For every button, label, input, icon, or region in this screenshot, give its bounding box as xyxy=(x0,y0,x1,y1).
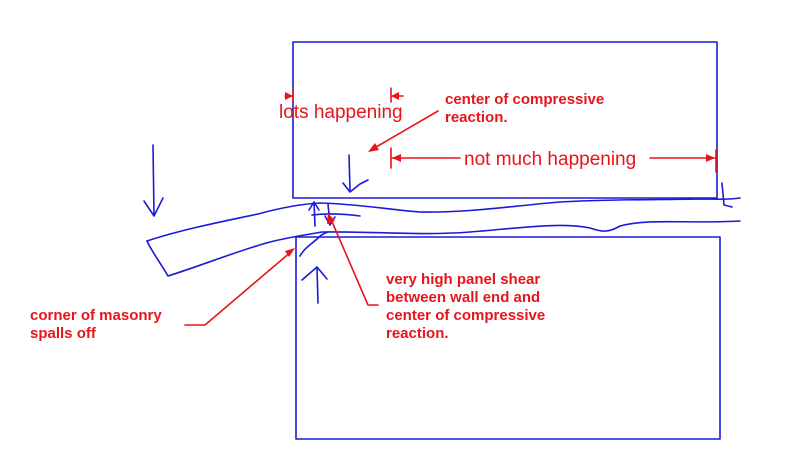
panel-shear-label-line1: very high panel shear xyxy=(386,271,540,288)
panel-shear-label-line4: reaction. xyxy=(386,325,449,342)
panel-shear-label-line2: between wall end and xyxy=(386,289,540,306)
panel-shear-label-line3: center of compressive xyxy=(386,307,545,324)
bottom-reaction-arrow xyxy=(301,266,328,304)
lots-happening-dimension xyxy=(284,87,404,103)
corner-spall-pointer xyxy=(184,248,295,326)
not-much-happening-dimension xyxy=(390,147,717,173)
lots-happening-label: lots happening xyxy=(279,102,403,123)
top-reaction-arrow xyxy=(342,154,369,193)
upper-wall-panel xyxy=(292,41,718,199)
bond-beam-sketch xyxy=(146,182,741,277)
panel-shear-pointer xyxy=(327,213,379,306)
center-reaction-pointer xyxy=(368,110,439,152)
left-load-arrow xyxy=(143,144,164,217)
lower-wall-panel xyxy=(295,236,721,440)
center-reaction-label-line2: reaction. xyxy=(445,109,508,126)
not-much-happening-label: not much happening xyxy=(464,149,636,170)
corner-spall-label-line1: corner of masonry xyxy=(30,307,162,324)
joint-shear-arrows xyxy=(299,201,336,257)
center-reaction-label-line1: center of compressive xyxy=(445,91,604,108)
corner-spall-label-line2: spalls off xyxy=(30,325,97,342)
